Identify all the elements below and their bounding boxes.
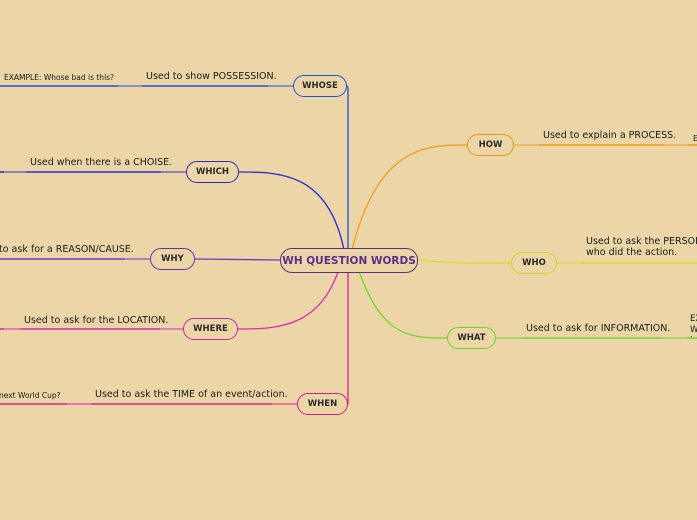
- central-topic[interactable]: WH QUESTION WORDS: [280, 248, 418, 273]
- topic-which[interactable]: WHICH: [186, 161, 239, 183]
- topic-where[interactable]: WHERE: [183, 318, 238, 340]
- subtopic-how[interactable]: Used to explain a PROCESS.: [543, 130, 677, 141]
- subtopic-when[interactable]: Used to ask the TIME of an event/action.: [95, 389, 288, 400]
- topic-when[interactable]: WHEN: [297, 393, 348, 415]
- topic-why[interactable]: WHY: [150, 248, 195, 270]
- topic-whose[interactable]: WHOSE: [293, 75, 347, 97]
- subtopic-which[interactable]: Used when there is a CHOISE.: [30, 157, 173, 168]
- example-what[interactable]: EXAMPLE: What is your name? to: [690, 314, 697, 338]
- topic-who[interactable]: WHO: [511, 252, 557, 274]
- example-whose[interactable]: EXAMPLE: Whose bad is this?: [4, 73, 115, 82]
- example-how[interactable]: E: [693, 134, 697, 143]
- connector-why: [194, 258, 281, 261]
- connector-whose: [346, 85, 349, 250]
- connector-what: [351, 249, 448, 339]
- connector-where: [237, 249, 345, 330]
- subtopic-whose[interactable]: Used to show POSSESSION.: [146, 71, 277, 82]
- topic-what[interactable]: WHAT: [447, 327, 496, 349]
- subtopic-where[interactable]: Used to ask for the LOCATION.: [24, 315, 169, 326]
- connector-who: [417, 259, 512, 264]
- subtopic-what[interactable]: Used to ask for INFORMATION.: [526, 323, 671, 334]
- subtopic-why[interactable]: to ask for a REASON/CAUSE.: [0, 244, 134, 255]
- subtopic-who[interactable]: Used to ask the PERSON who did the actio…: [586, 236, 697, 258]
- connector-how: [351, 144, 468, 251]
- example-when[interactable]: next World Cup?: [0, 391, 61, 400]
- topic-how[interactable]: HOW: [467, 134, 514, 156]
- connector-which: [238, 171, 345, 251]
